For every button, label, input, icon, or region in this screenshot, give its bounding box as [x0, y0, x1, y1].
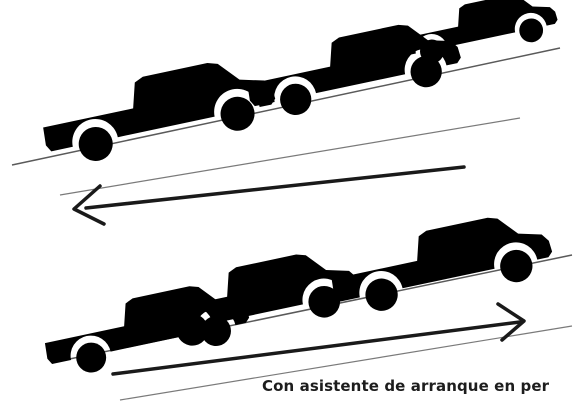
caption-text: Con asistente de arranque en per [262, 377, 550, 395]
top-slope-line-lower [59, 117, 521, 196]
truck-holding-forward [324, 206, 557, 321]
bottom-scene [38, 206, 573, 401]
truck-ghost-near [240, 13, 466, 125]
bottom-slope-line-lower [119, 325, 573, 401]
arrow-right-icon [111, 302, 526, 376]
top-scene [11, 0, 562, 226]
arrow-left-icon [72, 165, 466, 226]
